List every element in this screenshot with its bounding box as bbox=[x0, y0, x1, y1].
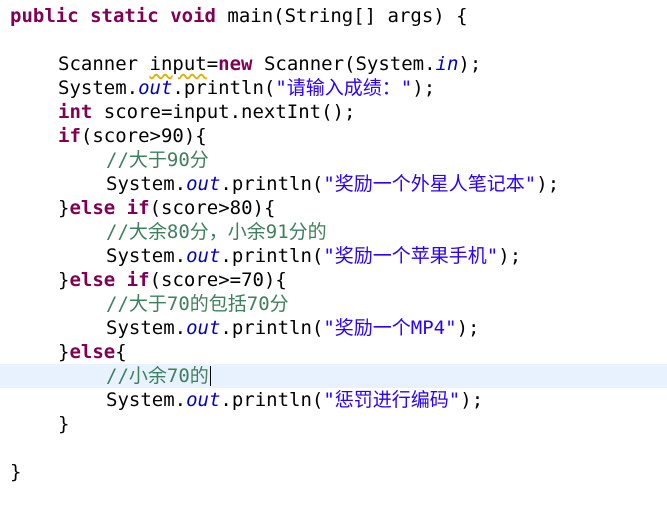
code-line[interactable]: System.out.println("奖励一个苹果手机"); bbox=[0, 244, 667, 268]
code-line[interactable]: //大余80分，小余91分的 bbox=[0, 220, 667, 244]
code-text: //小余70的 bbox=[106, 364, 211, 388]
code-line[interactable]: }else if(score>=70){ bbox=[0, 268, 667, 292]
static-field: out bbox=[138, 77, 173, 99]
code-text: } bbox=[10, 461, 22, 483]
keyword: new bbox=[218, 53, 253, 75]
keyword: else bbox=[69, 197, 116, 219]
text-cursor bbox=[209, 366, 211, 386]
code-line[interactable]: System.out.println("奖励一个MP4"); bbox=[0, 316, 667, 340]
code-line[interactable]: System.out.println("奖励一个外星人笔记本"); bbox=[0, 172, 667, 196]
code-line[interactable]: //大于90分 bbox=[0, 148, 667, 172]
keyword: public bbox=[10, 5, 79, 27]
comment: //大余80分，小余91分的 bbox=[106, 221, 327, 243]
code-line[interactable]: } bbox=[0, 412, 667, 436]
code-text: System.out.println("奖励一个外星人笔记本"); bbox=[106, 173, 560, 195]
keyword: if bbox=[58, 125, 81, 147]
code-text: int score=input.nextInt(); bbox=[58, 101, 356, 123]
code-text: if(score>90){ bbox=[58, 125, 207, 147]
code-line[interactable]: Scanner input=new Scanner(System.in); bbox=[0, 52, 667, 76]
string-literal: "惩罚进行编码" bbox=[323, 389, 461, 411]
keyword: if bbox=[126, 197, 150, 219]
current-line-highlight[interactable]: //小余70的 bbox=[0, 364, 667, 388]
string-literal: "请输入成绩：" bbox=[275, 77, 413, 99]
code-line[interactable]: } bbox=[0, 460, 667, 484]
code-line[interactable]: //大于70的包括70分 bbox=[0, 292, 667, 316]
code-line[interactable]: System.out.println("请输入成绩："); bbox=[0, 76, 667, 100]
comment: //大于70的包括70分 bbox=[106, 293, 289, 315]
code-text: public static void main(String[] args) { bbox=[10, 5, 468, 27]
code-editor[interactable]: public static void main(String[] args) {… bbox=[0, 0, 667, 493]
code-text: } bbox=[58, 413, 70, 435]
code-text: }else if(score>=70){ bbox=[58, 269, 287, 291]
code-line[interactable]: if(score>90){ bbox=[0, 124, 667, 148]
comment: //大于90分 bbox=[106, 149, 209, 171]
code-text: }else{ bbox=[58, 341, 127, 363]
code-text: System.out.println("惩罚进行编码"); bbox=[106, 389, 484, 411]
static-field: out bbox=[186, 245, 221, 267]
static-field: out bbox=[186, 389, 221, 411]
code-line[interactable]: }else{ bbox=[0, 340, 667, 364]
keyword: static bbox=[90, 5, 159, 27]
keyword: void bbox=[170, 5, 216, 27]
code-line[interactable]: }else if(score>80){ bbox=[0, 196, 667, 220]
keyword: if bbox=[126, 269, 150, 291]
static-field: out bbox=[186, 173, 221, 195]
string-literal: "奖励一个MP4" bbox=[323, 317, 457, 339]
code-line[interactable]: public static void main(String[] args) { bbox=[0, 4, 667, 28]
keyword: else bbox=[69, 341, 116, 363]
string-literal: "奖励一个苹果手机" bbox=[323, 245, 499, 267]
code-line[interactable]: int score=input.nextInt(); bbox=[0, 100, 667, 124]
code-text: System.out.println("请输入成绩："); bbox=[58, 77, 436, 99]
static-field: out bbox=[186, 317, 221, 339]
code-text: Scanner input=new Scanner(System.in); bbox=[58, 53, 482, 75]
keyword: int bbox=[58, 101, 93, 123]
code-line[interactable]: System.out.println("惩罚进行编码"); bbox=[0, 388, 667, 412]
static-field: in bbox=[435, 53, 459, 75]
comment: //小余70的 bbox=[106, 365, 209, 387]
code-text: System.out.println("奖励一个MP4"); bbox=[106, 317, 480, 339]
keyword: else bbox=[69, 269, 116, 291]
code-text: System.out.println("奖励一个苹果手机"); bbox=[106, 245, 522, 267]
warning-squiggle[interactable]: input bbox=[149, 53, 207, 75]
string-literal: "奖励一个外星人笔记本" bbox=[323, 173, 537, 195]
code-text: }else if(score>80){ bbox=[58, 197, 276, 219]
